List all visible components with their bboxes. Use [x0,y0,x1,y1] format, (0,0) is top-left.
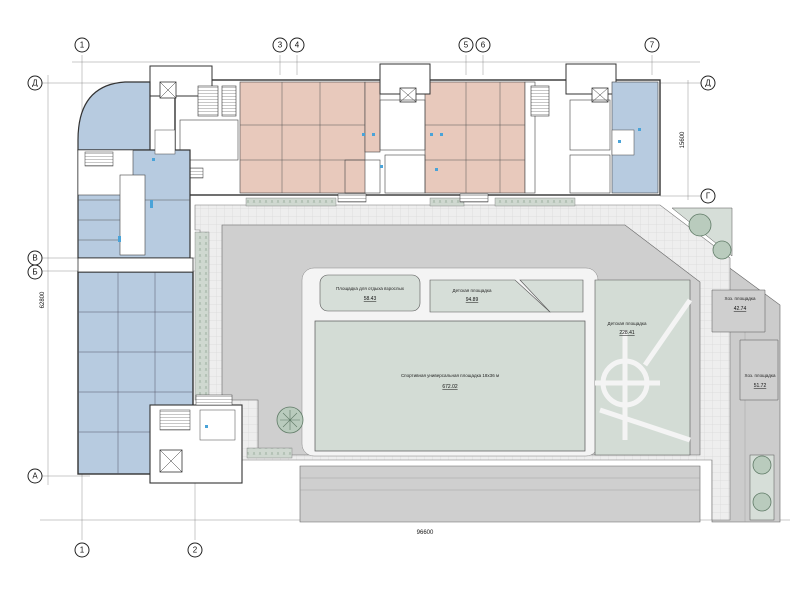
area-value-sports: 672.02 [442,384,458,390]
axis-bottom-2: 2 [193,546,198,555]
tree-icon [276,406,304,434]
axis-top-6: 6 [481,41,486,50]
axis-bottom-1: 1 [80,546,85,555]
commercial-unit [239,81,366,194]
adult-rest-area [319,274,421,312]
area-value-kids-1: 94.89 [466,297,479,303]
axis-markers-bottom: 1 2 [74,542,203,558]
building-top [149,63,661,203]
elevator-icon [159,81,609,103]
axis-markers-left: Д В Б А [27,75,43,484]
tree-icon [752,455,772,512]
playgrounds [194,197,779,521]
area-label-utility-2: Хоз. площадка [745,373,776,378]
dimensions: 96600 62800 15600 [40,131,686,536]
area-value-adult-rest: 58.43 [364,296,377,302]
axis-left-b: Б [32,268,37,277]
sports-ground [314,320,586,452]
building-left [77,81,243,484]
area-value-utility-2: 51.72 [754,383,767,389]
area-labels: Площадка для отдыха взрослых 58.43 Детск… [336,286,776,390]
axis-top-1: 1 [80,41,85,50]
utility-area-2 [739,339,779,401]
axis-left-a: А [32,472,38,481]
area-label-sports: Спортивная универсальная площадка 18х36 … [401,373,499,378]
axis-right-d: Д [705,79,711,88]
area-label-kids-2: Детская площадка [608,321,647,326]
area-label-adult-rest: Площадка для отдыха взрослых [336,286,405,291]
dimension-right-height: 15600 [680,131,686,148]
tree-icon [688,213,732,260]
area-label-utility-1: Хоз. площадка [725,296,756,301]
commercial-unit [424,81,526,194]
utility-area-1 [711,289,766,333]
dimension-total-width: 96600 [417,530,434,536]
axis-markers-right: Д Г [700,75,716,204]
axis-top-5: 5 [464,41,469,50]
axis-markers-top: 1 3 4 5 6 7 [74,37,660,53]
dimension-total-height: 62800 [40,291,46,308]
axis-top-7: 7 [650,41,655,50]
area-value-kids-2: 228.41 [619,330,635,336]
area-value-utility-1: 42.74 [734,306,747,312]
axis-left-v: В [32,254,37,263]
axis-left-d: Д [32,79,38,88]
area-label-kids-1: Детская площадка [453,288,492,293]
axis-top-3: 3 [278,41,283,50]
axis-top-4: 4 [295,41,300,50]
axis-right-g: Г [706,192,711,201]
